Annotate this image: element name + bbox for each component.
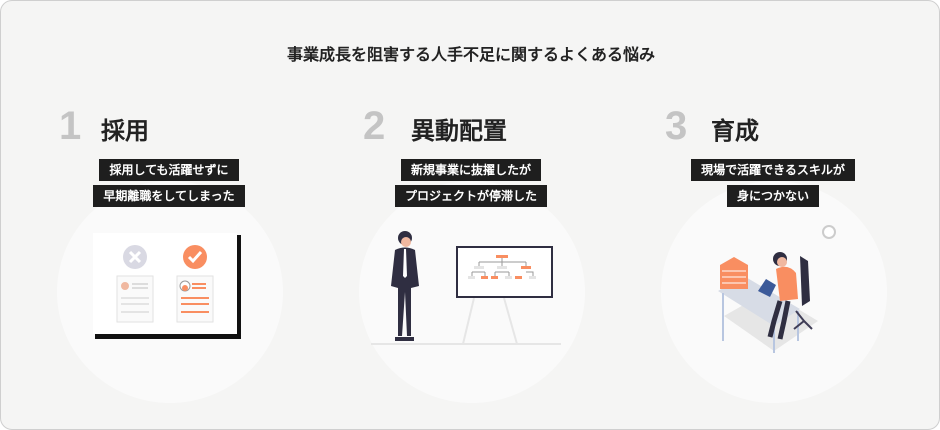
issue-number: 1: [59, 104, 82, 148]
resume-screening-illustration: [93, 233, 241, 339]
issue-recruitment: 1 採用 採用しても活躍せずに 早期離職をしてしまった: [19, 1, 319, 429]
issue-heading: 育成: [711, 117, 759, 145]
section-title: 事業成長を阻害する人手不足に関するよくある悩み: [286, 45, 655, 64]
issue-tag-line: 新規事業に抜擢したが: [321, 159, 621, 181]
issue-tag-line: 早期離職をしてしまった: [19, 185, 319, 207]
issue-tag-line: 現場で活躍できるスキルが: [623, 159, 923, 181]
desk-worker-illustration: [718, 225, 836, 353]
issue-reassignment: 2 異動配置 新規事業に抜擢したが プロジェクトが停滞した: [321, 1, 621, 429]
illustration-background: [661, 181, 887, 403]
issue-number: 2: [363, 104, 386, 148]
issue-number: 3: [665, 104, 688, 148]
issue-heading: 異動配置: [411, 117, 507, 145]
issue-tag-line: 身につかない: [623, 185, 923, 207]
issue-training: 3 育成 現場で活躍できるスキルが 身につかない: [623, 1, 923, 429]
issue-tag-line: プロジェクトが停滞した: [321, 185, 621, 207]
org-chart-presentation-illustration: [371, 231, 561, 345]
issue-tag-line: 採用しても活躍せずに: [19, 159, 319, 181]
issue-heading: 採用: [101, 117, 149, 145]
